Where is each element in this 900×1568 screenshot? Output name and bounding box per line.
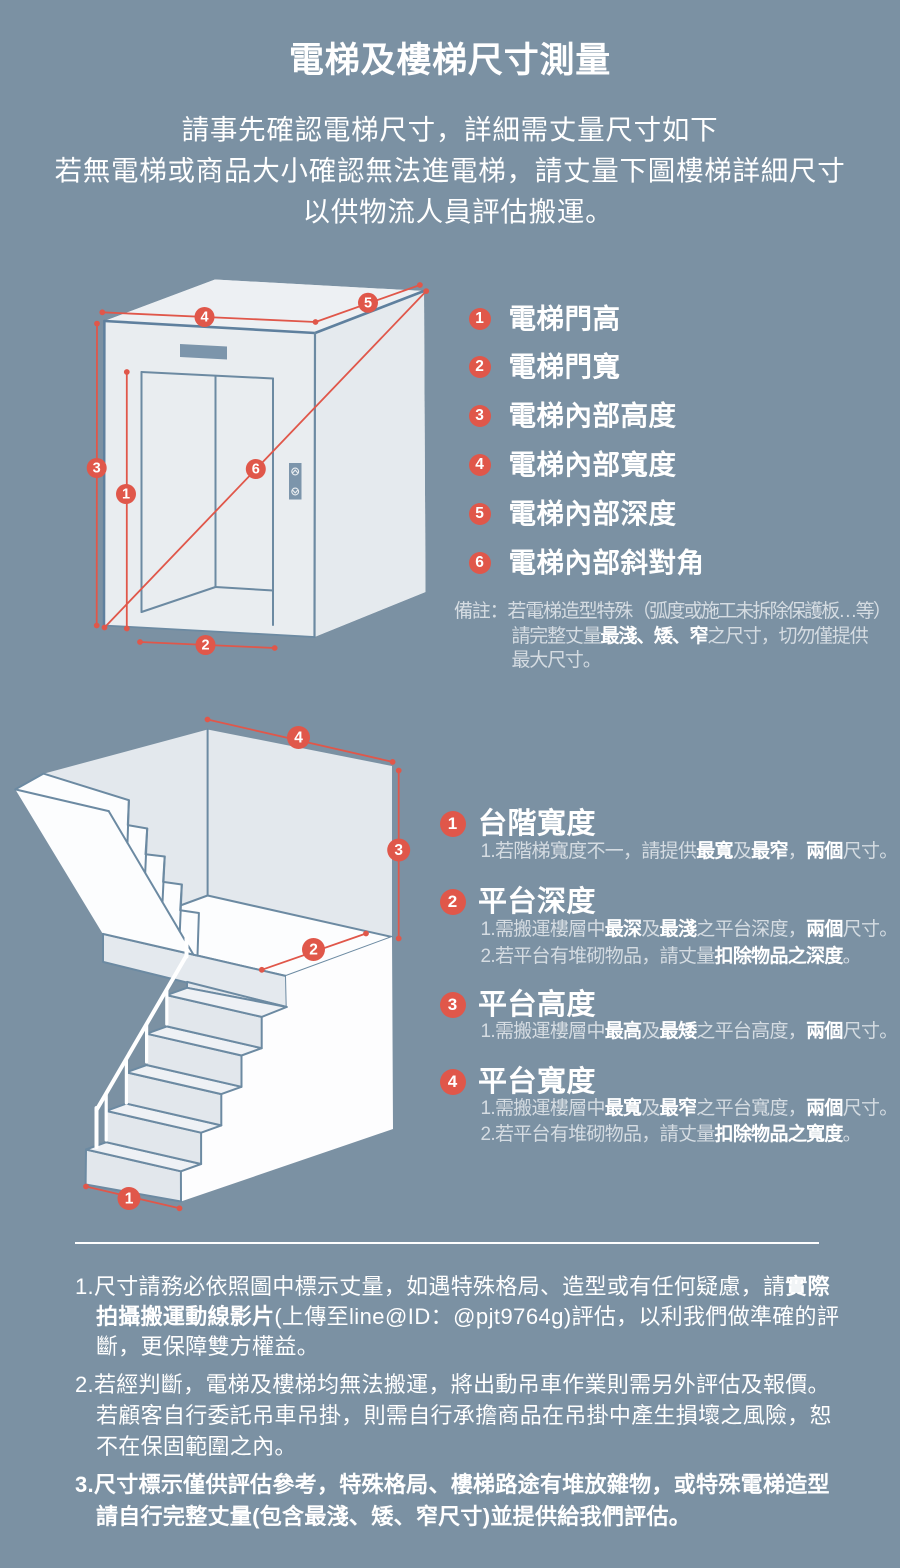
svg-text:4: 4 [200,310,208,326]
svg-text:5: 5 [364,295,372,311]
svg-text:6: 6 [252,462,260,478]
svg-text:4: 4 [294,730,303,747]
svg-text:1: 1 [122,487,130,503]
svg-text:2: 2 [201,638,209,654]
svg-text:3: 3 [93,461,101,477]
svg-text:3: 3 [394,842,403,859]
svg-text:2: 2 [309,942,318,959]
svg-text:1: 1 [125,1191,134,1208]
